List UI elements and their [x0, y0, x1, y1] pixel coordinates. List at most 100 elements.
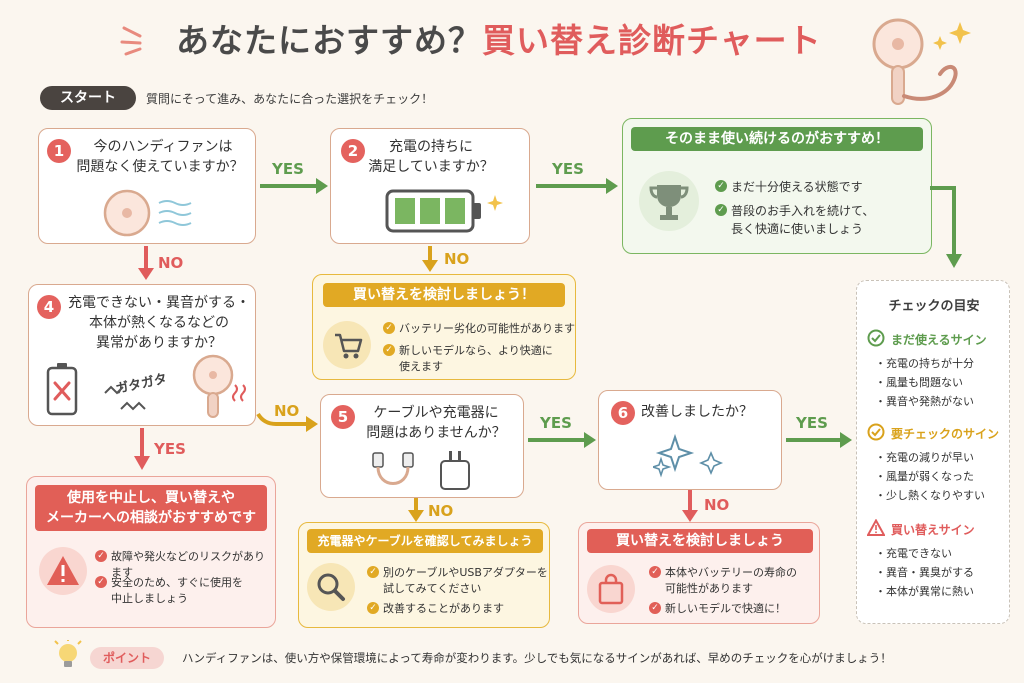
result-stop-item-1: ✓故障や発火などのリスクがあります [95, 549, 275, 581]
sidebar-bad-item-2: ・異音・異臭がする [875, 566, 974, 579]
question-1-box: 1 今のハンディファンは 問題なく使えていますか？ [38, 128, 256, 244]
sidebar-warn-item-2: ・風量が弱くなった [875, 470, 974, 483]
result-replace-header: 買い替えを検討しましょう [587, 529, 813, 553]
check-icon: ✓ [367, 566, 379, 578]
result-stop-item-2b: 中止しましょう [111, 592, 188, 605]
shopping-bag-icon [598, 573, 624, 605]
question-4-line2: 本体が熱くなるなどの [89, 315, 229, 331]
question-2-line1: 充電の持ちに [389, 139, 473, 155]
result-consider-header: 買い替えを検討しましょう！ [323, 283, 565, 307]
question-2-box: 2 充電の持ちに 満足していますか？ [330, 128, 530, 244]
result-replace-panel: 買い替えを検討しましょう ✓本体やバッテリーの寿命の 可能性があります ✓新しい… [578, 522, 820, 624]
question-2-line2: 満足していますか？ [368, 159, 494, 175]
question-6-box: 6 改善しましたか？ [598, 390, 782, 490]
result-keep-header: そのまま使い続けるのがおすすめ！ [631, 127, 923, 151]
result-stop-header-line2: メーカーへの相談がおすすめです [46, 510, 256, 526]
title-part2: 買い替え診断チャート [482, 21, 822, 60]
check-icon: ✓ [367, 602, 379, 614]
check-icon: ✓ [649, 566, 661, 578]
result-keep-item-1: ✓まだ十分使える状態です [715, 179, 863, 195]
q4-yes-label: YES [154, 440, 186, 458]
result-check-item-2: ✓改善することがあります [367, 601, 504, 617]
result-consider-item-1: ✓バッテリー劣化の可能性があります [383, 321, 575, 337]
check-icon: ✓ [383, 344, 395, 356]
check-icon: ✓ [715, 204, 727, 216]
q1-yes-label: YES [272, 160, 304, 178]
result-stop-header: 使用を中止し、買い替えや メーカーへの相談がおすすめです [35, 485, 267, 531]
result-consider-panel: 買い替えを検討しましょう！ ✓バッテリー劣化の可能性があります ✓新しいモデルな… [312, 274, 576, 380]
q5-yes-label: YES [540, 414, 572, 432]
title-part1: あなたにおすすめ？ [176, 21, 482, 60]
result-keep-item-2b: 長く快適に使いましょう [731, 222, 864, 236]
sidebar-ok-item-2: ・風量も問題ない [875, 376, 963, 389]
result-replace-item-1: ✓本体やバッテリーの寿命の [649, 565, 797, 581]
check-icon: ✓ [715, 180, 727, 192]
start-label: スタート [40, 86, 136, 110]
q1-no-arrow [138, 246, 154, 280]
question-5-box: 5 ケーブルや充電器に 問題はありませんか？ [320, 394, 524, 498]
shopping-bag-icon-bg [587, 565, 635, 613]
question-4-number: 4 [37, 295, 61, 319]
result-consider-item-2: ✓新しいモデルなら、より快適に [383, 343, 553, 359]
bad-warning-icon [867, 519, 885, 536]
q2-no-label: NO [444, 250, 470, 268]
q6-yes-arrow [786, 432, 852, 448]
result-consider-item-2b: 使えます [399, 360, 443, 373]
battery-full-icon [385, 189, 503, 233]
noise-lines-icon [104, 385, 146, 411]
magnifier-icon-bg [307, 563, 355, 611]
q2-yes-label: YES [552, 160, 584, 178]
lightbulb-icon [54, 640, 82, 667]
result-stop-header-line1: 使用を中止し、買い替えや [67, 490, 235, 506]
q4-no-label: NO [274, 402, 300, 420]
check-icon: ✓ [95, 550, 107, 562]
sidebar-warn-item-1: ・充電の減りが早い [875, 451, 974, 464]
sidebar-bad-head: 買い替えサイン [891, 523, 975, 537]
q1-no-label: NO [158, 254, 184, 272]
warning-icon [47, 556, 79, 585]
sidebar-guide: チェックの目安 まだ使えるサイン ・充電の持ちが十分 ・風量も問題ない ・異音や… [856, 280, 1010, 624]
question-4-line1: 充電できない・異音がする・ [68, 295, 250, 311]
q5-no-arrow [408, 498, 424, 522]
fan-icon [103, 189, 192, 237]
question-5-line2: 問題はありませんか？ [366, 425, 506, 441]
question-4-box: 4 充電できない・異音がする・ 本体が熱くなるなどの 異常がありますか？ ガタガ… [28, 284, 256, 426]
handy-fan-illustration-icon [872, 18, 971, 105]
question-2-number: 2 [341, 139, 365, 163]
question-1-number: 1 [47, 139, 71, 163]
warn-check-icon [867, 423, 885, 441]
check-icon: ✓ [95, 576, 107, 588]
q1-yes-arrow [260, 178, 328, 194]
sidebar-warn-item-3: ・少し熱くなりやすい [875, 489, 985, 502]
trophy-icon [639, 171, 699, 231]
sparkles-icon [653, 433, 724, 478]
result-stop-item-2: ✓安全のため、すぐに使用を [95, 575, 243, 591]
cart-icon [335, 333, 363, 359]
question-1-line2: 問題なく使えていますか？ [76, 159, 244, 175]
question-5-line1: ケーブルや充電器に [373, 405, 499, 421]
result-check-item-1b: 試してみてください [383, 582, 482, 595]
footer-point-pill: ポイント [90, 647, 164, 669]
q6-no-label: NO [704, 496, 730, 514]
sidebar-ok-item-3: ・異音や発熱がない [875, 395, 974, 408]
keep-to-sidebar-arrow [930, 186, 962, 268]
q6-no-arrow [682, 490, 698, 522]
question-4-line3: 異常がありますか？ [96, 335, 222, 351]
check-icon: ✓ [649, 602, 661, 614]
sparkle-lines-icon [120, 26, 142, 56]
question-5-number: 5 [331, 405, 355, 429]
question-6-number: 6 [611, 401, 635, 425]
result-check-panel: 充電器やケーブルを確認してみましょう ✓別のケーブルやUSBアダプターを 試して… [298, 522, 550, 628]
hot-fan-icon [192, 354, 246, 418]
charger-adapter-icon [440, 451, 470, 490]
sidebar-bad-item-3: ・本体が異常に熱い [875, 585, 974, 598]
sidebar-bad-item-1: ・充電できない [875, 547, 952, 560]
result-replace-item-2: ✓新しいモデルで快適に！ [649, 601, 786, 617]
q6-yes-label: YES [796, 414, 828, 432]
cable-icon [372, 452, 414, 485]
result-check-header: 充電器やケーブルを確認してみましょう [307, 529, 543, 553]
ok-check-icon [867, 329, 885, 347]
page-title: あなたにおすすめ？買い替え診断チャート [176, 14, 822, 62]
footer-text: ハンディファンは、使い方や保管環境によって寿命が変わります。少しでも気になるサイ… [182, 651, 892, 665]
question-1-line1: 今のハンディファンは [93, 139, 233, 155]
